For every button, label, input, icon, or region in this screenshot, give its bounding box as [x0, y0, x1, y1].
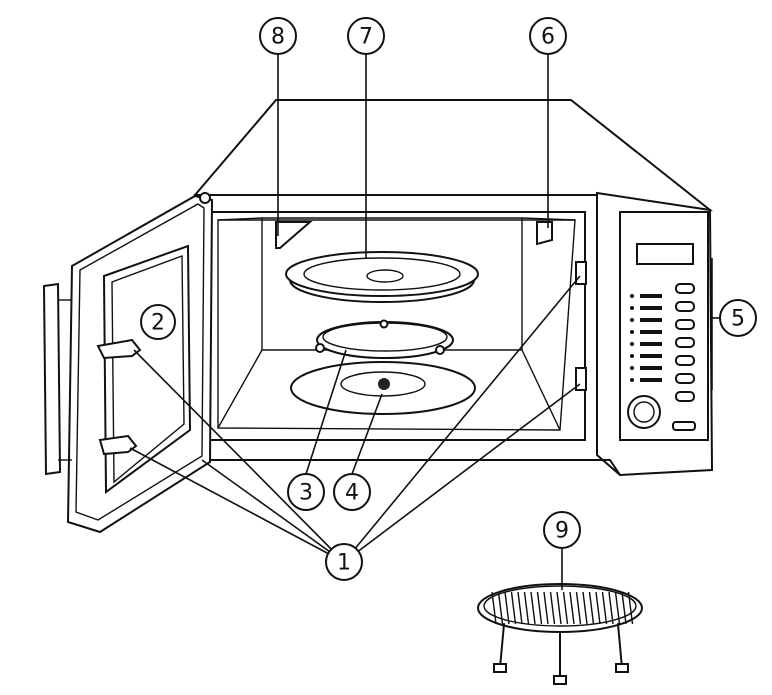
rack-wire	[588, 591, 595, 625]
lower-latch-hook	[98, 434, 138, 456]
rack-wire	[556, 591, 562, 625]
panel-indicator-dot	[630, 366, 634, 370]
callout-8-label: 8	[271, 25, 285, 50]
control-knob	[627, 395, 661, 429]
callout-2: 2	[140, 304, 176, 340]
panel-button	[675, 337, 695, 348]
rack-wire	[497, 591, 504, 625]
callout-8: 8	[259, 17, 297, 55]
leader-lines	[129, 54, 724, 590]
callout-4: 4	[333, 473, 371, 511]
rack-wire	[549, 591, 556, 625]
rack-wire	[621, 591, 627, 625]
callout-6-label: 6	[541, 25, 555, 50]
panel-label-bar	[640, 318, 662, 322]
rack-wire	[595, 591, 601, 625]
rack-wire	[608, 591, 614, 625]
callouts: 1 2 3 4 5 6 7 8	[140, 17, 757, 581]
rack-wire	[543, 591, 549, 625]
panel-label-bar	[640, 330, 662, 334]
callout-5-label: 5	[731, 307, 745, 332]
panel-indicator-dot	[630, 330, 634, 334]
door-lock-slots	[575, 261, 587, 391]
mica-plate	[536, 221, 553, 246]
panel-label-bar	[640, 378, 662, 382]
panel-button	[675, 301, 695, 312]
rack-wire	[614, 591, 621, 625]
callout-9: 9	[543, 511, 581, 549]
roller-ring	[315, 319, 454, 359]
callout-4-label: 4	[345, 481, 359, 506]
display-window	[636, 243, 694, 265]
panel-indicator-dot	[630, 294, 634, 298]
waveguide-cover	[275, 221, 313, 249]
panel-indicator-dot	[630, 378, 634, 382]
panel-label-bar	[640, 342, 662, 346]
rack-wire	[523, 591, 530, 625]
callout-2-label: 2	[151, 311, 165, 336]
rack-wire	[569, 591, 575, 625]
rack-wire	[536, 591, 543, 625]
panel-button	[675, 391, 695, 402]
panel-label-bar	[640, 366, 662, 370]
callout-3: 3	[287, 473, 325, 511]
panel-button	[675, 355, 695, 366]
panel-button	[675, 373, 695, 384]
panel-indicator-dot	[630, 306, 634, 310]
rack-wire	[627, 591, 634, 625]
rack-wire	[601, 591, 608, 625]
panel-indicator-dot	[630, 342, 634, 346]
control-panel	[619, 211, 709, 441]
rack-wire	[582, 591, 588, 625]
panel-label-bar	[640, 306, 662, 310]
rack-wire	[517, 591, 523, 625]
rack-wire	[504, 591, 510, 625]
panel-buttons	[630, 283, 695, 402]
callout-7: 7	[347, 17, 385, 55]
rack-wire	[491, 591, 497, 625]
panel-indicator-dot	[630, 318, 634, 322]
grill-plate	[285, 251, 479, 303]
glass-turntable	[290, 361, 476, 415]
callout-1: 1	[325, 543, 363, 581]
microwave-door	[42, 192, 214, 534]
rack-wire	[510, 591, 517, 625]
callout-9-label: 9	[555, 519, 569, 544]
callout-6: 6	[529, 17, 567, 55]
callout-5: 5	[719, 299, 757, 337]
door-handle	[42, 282, 62, 476]
panel-button	[675, 283, 695, 294]
grill-rack	[477, 583, 643, 685]
panel-indicator-dot	[630, 354, 634, 358]
panel-button	[675, 319, 695, 330]
rack-wire	[562, 591, 569, 625]
rack-wire	[530, 591, 536, 625]
panel-label-bar	[640, 354, 662, 358]
callout-1-label: 1	[337, 551, 351, 576]
callout-7-label: 7	[359, 25, 373, 50]
rack-wire	[575, 591, 582, 625]
panel-label-bar	[640, 294, 662, 298]
callout-3-label: 3	[299, 481, 313, 506]
